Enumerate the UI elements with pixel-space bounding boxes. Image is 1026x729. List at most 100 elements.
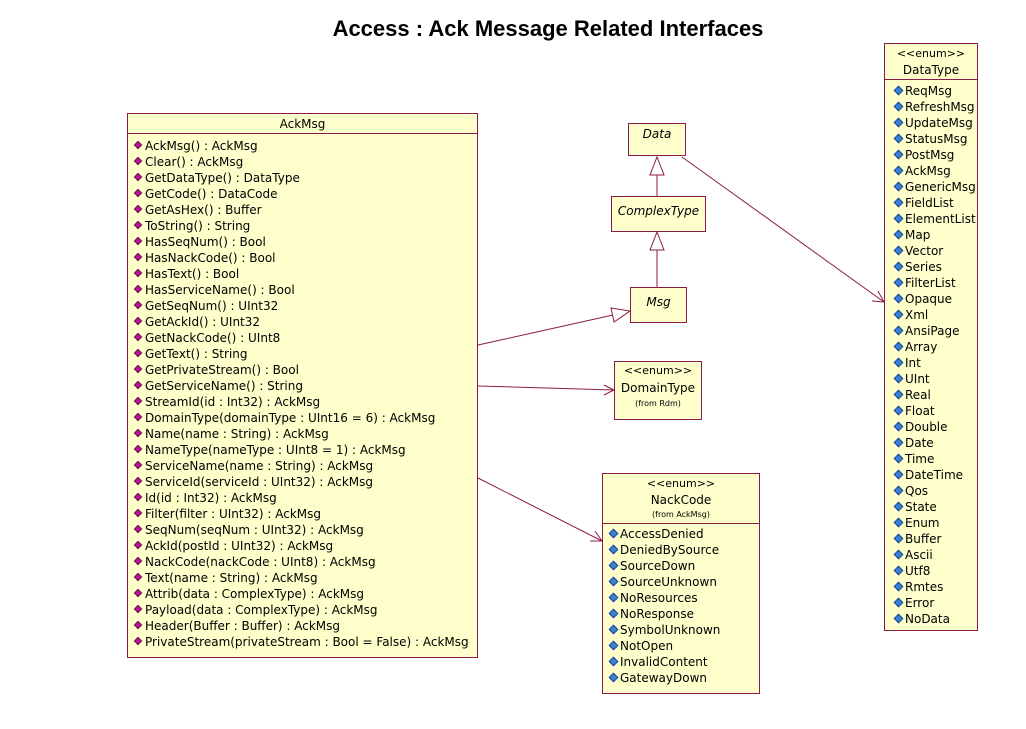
method-item-label: Header(Buffer : Buffer) : AckMsg bbox=[145, 619, 341, 633]
attribute-icon bbox=[608, 640, 619, 651]
method-item-label: GetAsHex() : Buffer bbox=[145, 203, 262, 217]
dependency-ackmsg-domaintype bbox=[477, 385, 615, 391]
enum-value-label: Opaque bbox=[905, 292, 953, 306]
enum-value: Opaque bbox=[893, 291, 977, 307]
generalization-arrowhead bbox=[649, 230, 665, 251]
method-item-label: Id(id : Int32) : AckMsg bbox=[145, 491, 277, 505]
method-icon bbox=[133, 156, 143, 166]
method-item-label: AckMsg() : AckMsg bbox=[145, 139, 258, 153]
method-icon bbox=[133, 412, 143, 422]
class-header: AckMsg bbox=[128, 114, 477, 134]
enum-value: InvalidContent bbox=[608, 654, 759, 670]
enum-value-label: GatewayDown bbox=[620, 671, 708, 685]
attribute-icon bbox=[893, 117, 904, 128]
enum-value-label: Double bbox=[905, 420, 948, 434]
attribute-icon bbox=[608, 608, 619, 619]
enum-value: Utf8 bbox=[893, 563, 977, 579]
method-icon bbox=[133, 572, 143, 582]
method-item-label: GetDataType() : DataType bbox=[145, 171, 300, 185]
enum-value-label: Time bbox=[905, 452, 935, 466]
enum-value-label: Xml bbox=[905, 308, 929, 322]
generalization-arrowhead bbox=[610, 307, 632, 323]
enum-value: Float bbox=[893, 403, 977, 419]
method-item: Id(id : Int32) : AckMsg bbox=[133, 490, 477, 506]
enum-value-label: NoResponse bbox=[620, 607, 694, 621]
enum-value: Date bbox=[893, 435, 977, 451]
enum-value-label: NoData bbox=[905, 612, 950, 626]
enum-value: Xml bbox=[893, 307, 977, 323]
attribute-icon bbox=[893, 421, 904, 432]
method-item-label: SeqNum(seqNum : UInt32) : AckMsg bbox=[145, 523, 364, 537]
class-name: Msg bbox=[646, 295, 671, 309]
enum-value: Array bbox=[893, 339, 977, 355]
enum-value-label: Buffer bbox=[905, 532, 942, 546]
method-item: GetText() : String bbox=[133, 346, 477, 362]
attribute-icon bbox=[893, 373, 904, 384]
method-icon bbox=[133, 300, 143, 310]
stereotype-label: <<enum>> bbox=[623, 364, 693, 377]
enum-value-label: FilterList bbox=[905, 276, 956, 290]
method-icon bbox=[133, 332, 143, 342]
enum-value-label: Int bbox=[905, 356, 921, 370]
method-item: ToString() : String bbox=[133, 218, 477, 234]
attribute-icon bbox=[893, 533, 904, 544]
method-icon bbox=[133, 524, 143, 534]
method-item-label: HasText() : Bool bbox=[145, 267, 240, 281]
enum-value-label: AckMsg bbox=[905, 164, 951, 178]
attribute-icon bbox=[893, 277, 904, 288]
attribute-icon bbox=[608, 592, 619, 603]
attribute-icon bbox=[893, 549, 904, 560]
method-item: GetPrivateStream() : Bool bbox=[133, 362, 477, 378]
method-item: GetSeqNum() : UInt32 bbox=[133, 298, 477, 314]
attribute-icon bbox=[893, 181, 904, 192]
attribute-icon bbox=[608, 544, 619, 555]
enum-value: AnsiPage bbox=[893, 323, 977, 339]
enum-value-label: FieldList bbox=[905, 196, 954, 210]
method-item-label: StreamId(id : Int32) : AckMsg bbox=[145, 395, 321, 409]
enum-value: PostMsg bbox=[893, 147, 977, 163]
enum-value-label: SourceUnknown bbox=[620, 575, 717, 589]
attribute-icon bbox=[893, 341, 904, 352]
enum-value-label: InvalidContent bbox=[620, 655, 708, 669]
enum-value-label: Qos bbox=[905, 484, 929, 498]
attribute-icon bbox=[893, 597, 904, 608]
attribute-icon bbox=[893, 581, 904, 592]
enum-value: Buffer bbox=[893, 531, 977, 547]
method-item-label: Payload(data : ComplexType) : AckMsg bbox=[145, 603, 378, 617]
enum-value: NoResources bbox=[608, 590, 759, 606]
method-icon bbox=[133, 380, 143, 390]
method-icon bbox=[133, 620, 143, 630]
enum-value-label: Series bbox=[905, 260, 942, 274]
enum-value: Real bbox=[893, 387, 977, 403]
enum-value: NoData bbox=[893, 611, 977, 627]
method-icon bbox=[133, 220, 143, 230]
attribute-icon bbox=[893, 229, 904, 240]
method-item-label: PrivateStream(privateStream : Bool = Fal… bbox=[145, 635, 469, 649]
attribute-icon bbox=[893, 469, 904, 480]
method-icon bbox=[133, 188, 143, 198]
method-item: HasText() : Bool bbox=[133, 266, 477, 282]
method-item: HasSeqNum() : Bool bbox=[133, 234, 477, 250]
attribute-icon bbox=[893, 165, 904, 176]
method-icon bbox=[133, 444, 143, 454]
attribute-icon bbox=[893, 501, 904, 512]
attribute-icon bbox=[893, 309, 904, 320]
method-icon bbox=[133, 252, 143, 262]
method-icon bbox=[133, 316, 143, 326]
method-item: Filter(filter : UInt32) : AckMsg bbox=[133, 506, 477, 522]
data-class: Data bbox=[628, 123, 686, 156]
enum-value-label: UpdateMsg bbox=[905, 116, 973, 130]
method-item-label: ServiceName(name : String) : AckMsg bbox=[145, 459, 374, 473]
method-item-label: NackCode(nackCode : UInt8) : AckMsg bbox=[145, 555, 376, 569]
attribute-icon bbox=[893, 565, 904, 576]
attribute-icon bbox=[893, 101, 904, 112]
enum-value-label: Rmtes bbox=[905, 580, 944, 594]
attribute-icon bbox=[893, 389, 904, 400]
method-item: GetAckId() : UInt32 bbox=[133, 314, 477, 330]
method-item: HasServiceName() : Bool bbox=[133, 282, 477, 298]
method-item: StreamId(id : Int32) : AckMsg bbox=[133, 394, 477, 410]
attribute-icon bbox=[608, 624, 619, 635]
method-item-label: AckId(postId : UInt32) : AckMsg bbox=[145, 539, 334, 553]
